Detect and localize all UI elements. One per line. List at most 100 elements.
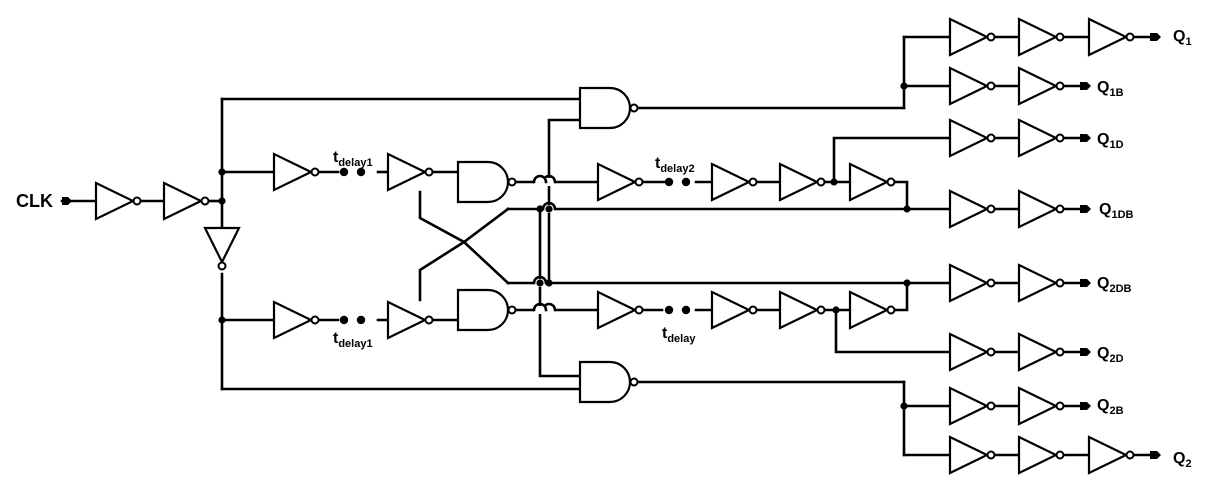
inverter-gate: [1017, 386, 1059, 426]
output-label-q1: Q1: [1173, 28, 1192, 48]
inverter-gate: [1017, 435, 1059, 475]
junction-dot: [903, 279, 911, 287]
crossover-gap: [543, 178, 555, 186]
inverter-bubble: [986, 450, 996, 460]
inverter-gate: [778, 290, 820, 330]
inverter-gate: [596, 290, 638, 330]
delay-ellipsis-dot: [339, 167, 349, 177]
crossover-gap: [534, 306, 546, 314]
junction-dot: [218, 197, 226, 205]
inverter-gate: [1017, 17, 1059, 57]
inverter-gate: [1017, 118, 1059, 158]
junction-dot: [900, 402, 908, 410]
output-pin-arrow: [1080, 279, 1091, 287]
clk-label: CLK: [16, 191, 53, 211]
inverter-bubble: [986, 32, 996, 42]
wire: [832, 136, 952, 184]
inverter-gate: [848, 162, 890, 202]
inverter-bubble: [1055, 450, 1065, 460]
output-pin-arrow: [1080, 205, 1091, 213]
inverter-bubble: [886, 305, 896, 315]
delay-ellipsis-dot: [664, 177, 674, 187]
inverter-bubble: [816, 305, 826, 315]
inverter-gate: [1017, 66, 1059, 106]
inverter-gate: [1017, 332, 1059, 372]
inverter-gate-vertical: [203, 226, 241, 265]
output-label-q1db: Q1DB: [1099, 201, 1134, 221]
crossover-hop: [532, 275, 548, 285]
junction-dot: [832, 306, 840, 314]
wire: [418, 207, 510, 302]
junction-dot: [536, 279, 544, 287]
junction-dot: [218, 168, 226, 176]
output-label-q2db: Q2DB: [1097, 275, 1132, 295]
inverter-bubble: [986, 347, 996, 357]
inverter-bubble: [986, 204, 996, 214]
inverter-gate: [710, 290, 752, 330]
clk-input-pin: [62, 197, 72, 205]
junction-dot: [218, 316, 226, 324]
nand-bubble: [507, 177, 517, 187]
gates: [62, 17, 1161, 475]
inverter-gate: [1087, 17, 1129, 57]
output-pin-arrow: [1080, 134, 1091, 142]
wires: [60, 35, 1152, 457]
inverter-bubble: [424, 167, 434, 177]
inverter-gate: [948, 332, 990, 372]
output-label-q1d: Q1D: [1097, 131, 1124, 151]
inverter-bubble: [200, 196, 210, 206]
inverter-bubble: [1125, 450, 1135, 460]
wire: [547, 118, 582, 285]
wire: [892, 281, 909, 312]
junction-dots: [218, 82, 911, 410]
nand-gate-top-latch: [456, 160, 510, 204]
inverter-gate: [1017, 263, 1059, 303]
inverter-bubble: [886, 177, 896, 187]
inverter-gate: [386, 300, 428, 340]
inverter-bubble: [1055, 347, 1065, 357]
delay2-label: tdelay2: [655, 155, 695, 175]
inverter-gate: [948, 435, 990, 475]
junction-dot: [536, 205, 544, 213]
wire: [834, 308, 952, 354]
inverter-bubble: [217, 261, 227, 271]
wire: [418, 190, 510, 285]
inverter-bubble: [986, 401, 996, 411]
output-pin-arrow: [1080, 402, 1091, 410]
inverter-bubble: [1055, 81, 1065, 91]
delay-ellipsis-dot: [681, 177, 691, 187]
inverter-bubble: [1055, 133, 1065, 143]
output-pin-arrow: [1150, 451, 1161, 459]
inverter-gate: [948, 189, 990, 229]
nand-gate-top-output: [578, 86, 632, 130]
inverter-gate: [948, 263, 990, 303]
inverter-gate: [272, 300, 314, 340]
delay-ellipsis-dot: [356, 315, 366, 325]
inverter-gate: [272, 152, 314, 192]
nand-gate-bottom-latch: [456, 288, 510, 332]
inverter-bubble: [634, 305, 644, 315]
inverter-bubble: [132, 196, 142, 206]
delay1-bottom-label: tdelay1: [333, 330, 373, 350]
nand-gate-bottom-output: [578, 360, 632, 404]
inverter-gate: [1017, 189, 1059, 229]
wire: [538, 207, 582, 378]
inverter-gate: [1087, 435, 1129, 475]
inverter-bubble: [816, 177, 826, 187]
inverter-bubble: [986, 133, 996, 143]
delay-ellipsis-dot: [356, 167, 366, 177]
delay-label: tdelay: [662, 325, 696, 345]
junction-dot: [900, 82, 908, 90]
crossover-hop: [532, 174, 548, 184]
output-pin-arrow: [1150, 33, 1161, 41]
inverter-bubble: [1055, 204, 1065, 214]
output-label-q2: Q2: [1173, 450, 1192, 470]
junction-dot: [545, 205, 553, 213]
delay-ellipsis-dot: [664, 305, 674, 315]
inverter-bubble: [310, 315, 320, 325]
inverter-bubble: [1125, 32, 1135, 42]
inverter-gate: [948, 118, 990, 158]
nand-bubble: [629, 377, 639, 387]
junction-dot: [903, 205, 911, 213]
